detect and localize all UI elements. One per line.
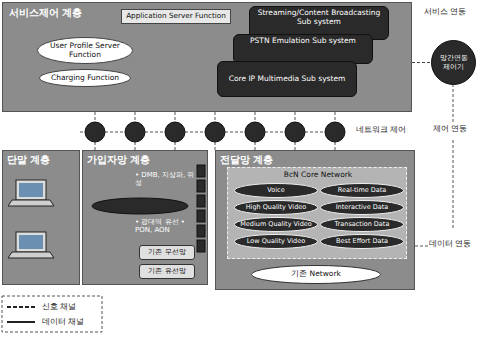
interworking-circle: 망간연동 제어기 [431,40,476,85]
function-ellipse: Charging Function [39,69,131,87]
subsystem-box: PSTN Emulation Sub system [233,34,373,64]
node-text: 기존 Network [291,270,341,279]
node-text: User Profile Server Function [43,42,127,59]
function-box: Application Server Function [121,9,231,24]
node-text: BcN Core Network [268,171,368,180]
traffic-class: Best Effort Data [320,234,404,249]
function-ellipse: User Profile Server Function [37,37,133,64]
node-text: Voice [267,187,284,194]
interworking-label: 네트워크 제어 [350,126,412,135]
traffic-class: Voice [234,183,318,198]
node-text: 전달망 계층 [220,154,273,166]
legacy-network-box: 기존 무선망 [139,245,195,260]
node-text: Application Server Function [126,12,226,20]
subsystem-box: Core IP Multimedia Sub system [217,61,357,97]
node-text: • DMB, 지상파, 위성 [135,171,197,187]
traffic-class: Real-time Data [320,183,404,198]
node-text: Low Quality Video [247,238,305,245]
legend-line-sample [6,302,36,312]
node-text: Transaction Data [335,221,390,228]
node-text: PSTN Emulation Sub system [250,37,356,46]
node-text: Core IP Multimedia Sub system [229,75,346,84]
node-text: Best Effort Data [336,238,388,245]
transport-layer: 전달망 계층 BcN Core NetworkVoice Real-time Dat… [215,150,415,290]
access-layer: 가입자망 계층 • DMB, 지상파, 위성 • 광대역 유선 • PON, AON… [82,150,208,285]
node-text: 가입자망 계층 [87,154,150,166]
legend-row: 데이터 채널 [6,316,84,328]
traffic-class: High Quality Video [234,200,318,215]
legacy-network-box: 기존 유선망 [139,264,195,279]
node-text: 단말 계층 [7,154,50,166]
legend-line-sample [6,317,36,327]
interworking-label: 제어 연동 [424,125,476,134]
node-text: 망간연동 제어기 [437,54,470,70]
traffic-class: Interactive Data [320,200,404,215]
node-text: Charging Function [51,74,119,83]
legend-text: 신호 채널 [42,302,76,312]
node-text: Interactive Data [336,204,389,211]
node-text: 기존 유선망 [148,267,185,275]
node-text: • 광대역 유선 • PON, AON [135,218,197,234]
legend-row: 신호 채널 [6,301,76,313]
traffic-class: Transaction Data [320,217,404,232]
traffic-class: Low Quality Video [234,234,318,249]
traffic-class: Medium Quality Video [234,217,318,232]
node-text: Real-time Data [338,187,387,194]
connector [412,62,431,63]
legend-text: 데이터 채널 [42,317,84,327]
service-control-layer: 서비스제어 계층 Application Server FunctionUser … [2,2,412,112]
interworking-label: 데이터 연동 [424,240,476,249]
core-network-box: BcN Core NetworkVoice Real-time DataHigh … [227,167,407,259]
node-text: 서비스제어 계층 [9,7,82,19]
interworking-label: 서비스 연동 [414,8,476,17]
node-text: Streaming/Content Broadcasting Sub syste… [254,9,384,26]
node-text: Medium Quality Video [240,221,312,228]
terminal-layer: 단말 계층 [2,150,80,285]
legacy-network-ellipse: 기존 Network [251,265,381,284]
node-text: High Quality Video [246,204,307,211]
node-text: 기존 무선망 [148,248,185,256]
